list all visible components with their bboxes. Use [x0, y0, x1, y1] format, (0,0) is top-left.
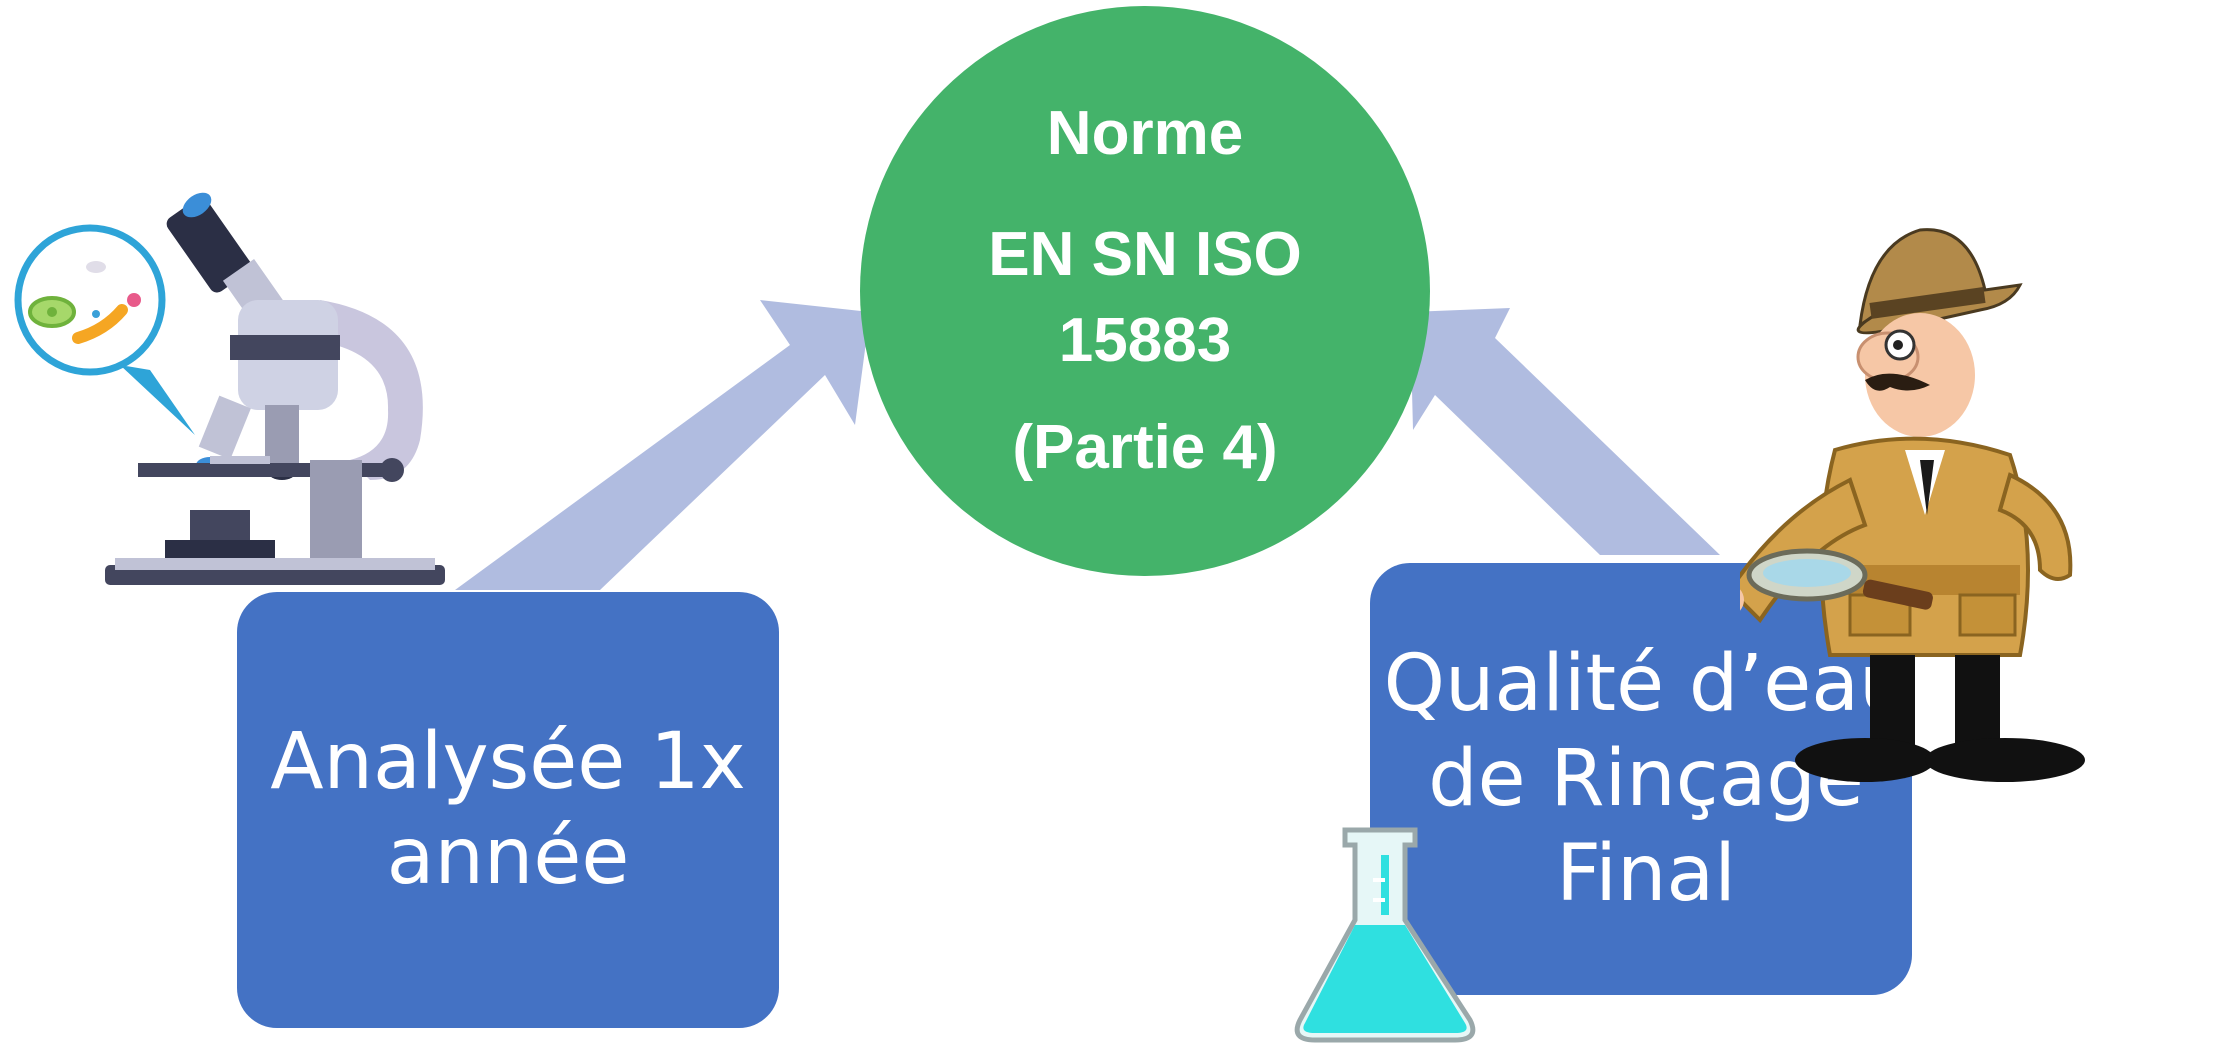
magnifier-icon — [1746, 548, 1933, 610]
arrow-left — [455, 300, 870, 590]
left-box-line1: Analysée 1x — [270, 717, 746, 807]
standard-circle: Norme EN SN ISO 15883 (Partie 4) — [860, 6, 1430, 576]
microscope-icon — [14, 192, 445, 585]
circle-title: Norme — [1046, 99, 1244, 168]
analysis-frequency-box: Analysée 1x année — [237, 592, 779, 1028]
detective-icon — [1740, 228, 2085, 782]
circle-number: 15883 — [1058, 306, 1232, 375]
circle-standard: EN SN ISO — [988, 220, 1302, 289]
circle-part: (Partie 4) — [1012, 413, 1278, 482]
right-box-line2: de Rinçage — [1428, 733, 1864, 824]
right-box-line3: Final — [1556, 828, 1736, 919]
rinse-water-quality-box: Qualité d’eau de Rinçage Final — [1370, 563, 1912, 995]
flask-icon — [1294, 827, 1476, 1043]
left-box-line2: année — [386, 812, 630, 902]
arrow-right — [1410, 308, 1720, 555]
right-box-line1: Qualité d’eau — [1383, 638, 1909, 729]
